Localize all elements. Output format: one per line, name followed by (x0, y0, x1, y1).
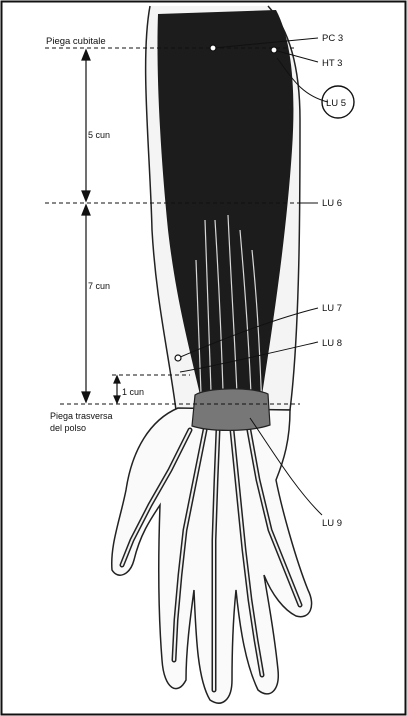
one-cun-label: 1 cun (122, 387, 144, 397)
elbow-crease-label: Piega cubitale (46, 36, 106, 47)
seven-cun-label: 7 cun (88, 281, 110, 291)
pc3-label: PC 3 (322, 33, 343, 44)
lu8-label: LU 8 (322, 338, 342, 349)
measure-arrows (82, 50, 120, 403)
ht3-marker (271, 47, 277, 53)
ht3-label: HT 3 (322, 58, 342, 69)
lu7-marker (175, 355, 181, 361)
pc3-marker (210, 45, 216, 51)
lu9-label: LU 9 (322, 518, 342, 529)
wrist-crease-label-line2: del polso (50, 423, 86, 433)
lu7-label: LU 7 (322, 303, 342, 314)
wrist-crease-label-line1: Piega trasversa (50, 411, 113, 421)
arm-illustration (112, 6, 312, 703)
wrist-bones (192, 389, 270, 431)
lu6-label: LU 6 (322, 198, 342, 209)
lu5-label: LU 5 (326, 98, 346, 109)
five-cun-label: 5 cun (88, 130, 110, 140)
